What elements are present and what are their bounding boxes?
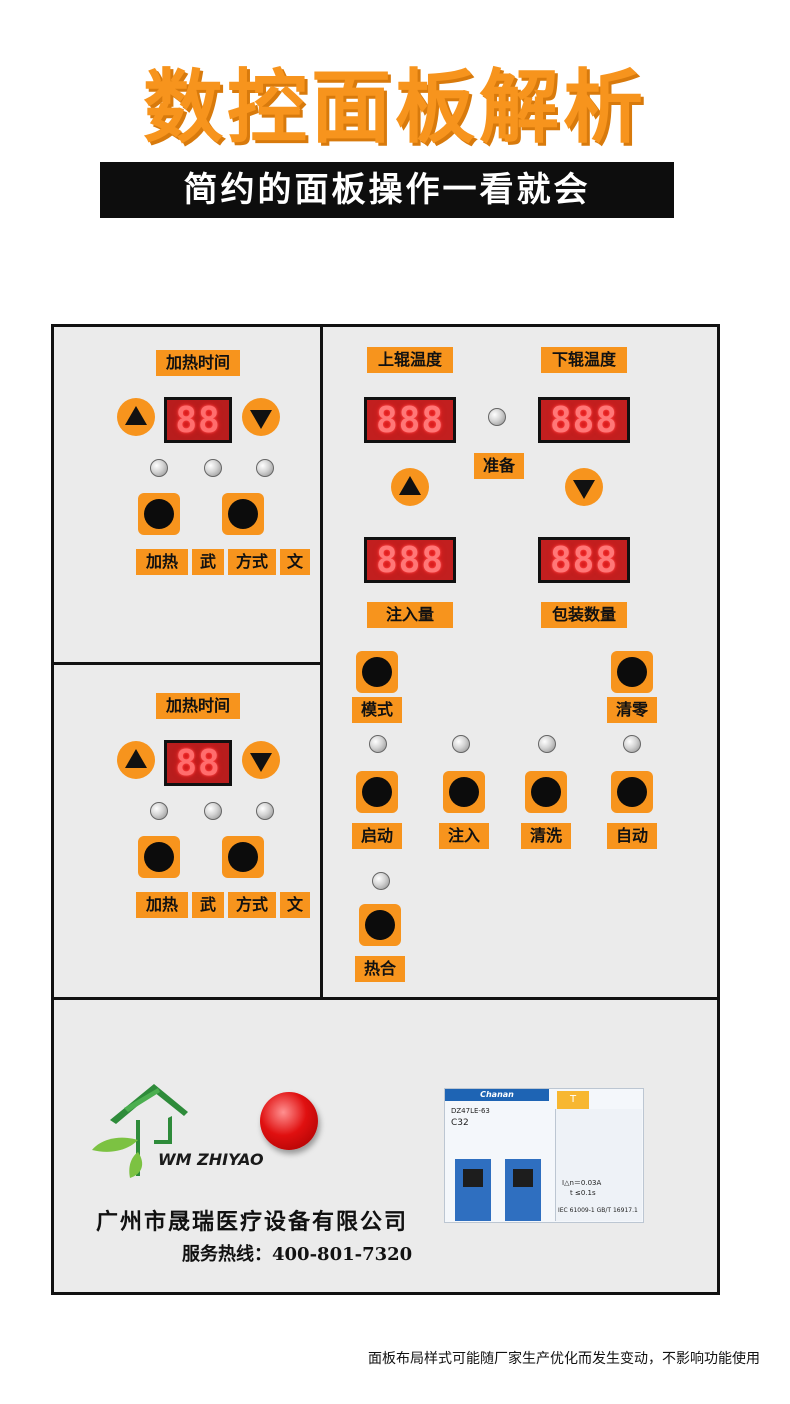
heating-time-display-2: 88 — [164, 740, 232, 786]
power-indicator-lamp — [260, 1092, 318, 1150]
service-hotline: 服务热线：400-801-7320 — [182, 1244, 413, 1265]
breaker-brand: Chanan — [445, 1089, 549, 1101]
inject-led — [452, 735, 470, 753]
package-count-display: 888 — [538, 537, 630, 583]
mode-label-2: 方式 — [228, 892, 276, 918]
lower-roller-temp-digits: 888 — [549, 399, 619, 441]
temp-down-button[interactable] — [565, 468, 603, 506]
heating-time-down-button-2[interactable] — [242, 741, 280, 779]
wen-label-1: 文 — [280, 549, 310, 575]
heat-label-1: 加热 — [136, 549, 188, 575]
fill-volume-digits: 888 — [375, 539, 445, 581]
upper-roller-temp-display: 888 — [364, 397, 456, 443]
triangle-down-icon — [250, 752, 272, 772]
breaker-switch-right[interactable] — [505, 1159, 541, 1221]
lower-roller-temp-display: 888 — [538, 397, 630, 443]
upper-roller-temp-label: 上辊温度 — [367, 347, 453, 373]
auto-button[interactable] — [611, 771, 653, 813]
heat-button-1[interactable] — [138, 493, 180, 535]
time-spec: t ≤0.1s — [570, 1189, 596, 1197]
heating-time-digits-1: 88 — [175, 399, 221, 441]
indicator-led — [204, 802, 222, 820]
ready-label: 准备 — [474, 453, 524, 479]
heating-time-down-button-1[interactable] — [242, 398, 280, 436]
indicator-led — [150, 802, 168, 820]
start-button[interactable] — [356, 771, 398, 813]
test-button[interactable]: T — [557, 1091, 589, 1109]
wash-label: 清洗 — [521, 823, 571, 849]
triangle-up-icon — [125, 749, 147, 768]
triangle-down-icon — [250, 409, 272, 429]
heating-time-display-1: 88 — [164, 397, 232, 443]
leak-spec: I△n＝0.03A — [562, 1179, 602, 1187]
clear-label: 清零 — [607, 697, 657, 723]
breaker-rating: C32 — [451, 1118, 469, 1128]
indicator-led — [150, 459, 168, 477]
wu-label-1: 武 — [192, 549, 224, 575]
wash-button[interactable] — [525, 771, 567, 813]
wen-label-2: 文 — [280, 892, 310, 918]
circuit-breaker[interactable]: Chanan DZ47LE-63 C32 I△n＝0.03A t ≤0.1s I… — [444, 1088, 644, 1223]
ready-led — [488, 408, 506, 426]
upper-roller-temp-digits: 888 — [375, 399, 445, 441]
inject-button[interactable] — [443, 771, 485, 813]
heat-seal-led — [372, 872, 390, 890]
breaker-standard: IEC 61009-1 GB/T 16917.1 — [558, 1207, 638, 1214]
triangle-up-icon — [399, 476, 421, 495]
auto-led — [623, 735, 641, 753]
fill-volume-display: 888 — [364, 537, 456, 583]
lower-roller-temp-label: 下辊温度 — [541, 347, 627, 373]
indicator-led — [256, 459, 274, 477]
breaker-switch-left[interactable] — [455, 1159, 491, 1221]
mode-toggle-button-1[interactable] — [222, 493, 264, 535]
page-title: 数控面板解析 — [143, 61, 647, 154]
divider-bottom-horizontal — [54, 997, 717, 1000]
heating-time-digits-2: 88 — [175, 742, 221, 784]
disclaimer-note: 面板布局样式可能随厂家生产优化而发生变动，不影响功能使用 — [368, 1351, 760, 1367]
temp-up-button[interactable] — [391, 468, 429, 506]
house-leaf-logo-icon — [92, 1084, 188, 1178]
indicator-led — [204, 459, 222, 477]
leakage-module: I△n＝0.03A t ≤0.1s IEC 61009-1 GB/T 16917… — [555, 1109, 642, 1221]
start-label: 启动 — [352, 823, 402, 849]
wu-label-2: 武 — [192, 892, 224, 918]
heating-time-up-button-1[interactable] — [117, 398, 155, 436]
mode-button[interactable] — [356, 651, 398, 693]
heating-time-label-2: 加热时间 — [156, 693, 240, 719]
triangle-down-icon — [573, 479, 595, 499]
brand-name: WM ZHIYAO — [158, 1150, 264, 1169]
clear-button[interactable] — [611, 651, 653, 693]
start-led — [369, 735, 387, 753]
mode-label: 模式 — [352, 697, 402, 723]
auto-label: 自动 — [607, 823, 657, 849]
wash-led — [538, 735, 556, 753]
company-name: 广州市晟瑞医疗设备有限公司 — [96, 1209, 409, 1235]
heat-label-2: 加热 — [136, 892, 188, 918]
divider-left-horizontal — [54, 662, 320, 665]
package-count-digits: 888 — [549, 539, 619, 581]
control-panel: 加热时间 88 加热 武 方式 文 加热时间 88 加热 武 方式 文 上辊温度… — [51, 324, 720, 1295]
triangle-up-icon — [125, 406, 147, 425]
heat-seal-label: 热合 — [355, 956, 405, 982]
heat-button-2[interactable] — [138, 836, 180, 878]
inject-label: 注入 — [439, 823, 489, 849]
mode-label-1: 方式 — [228, 549, 276, 575]
subtitle-banner: 简约的面板操作一看就会 — [100, 162, 674, 218]
breaker-model: DZ47LE-63 — [451, 1107, 490, 1115]
mode-toggle-button-2[interactable] — [222, 836, 264, 878]
fill-volume-label: 注入量 — [367, 602, 453, 628]
heating-time-label-1: 加热时间 — [156, 350, 240, 376]
indicator-led — [256, 802, 274, 820]
package-count-label: 包装数量 — [541, 602, 627, 628]
divider-vertical — [320, 327, 323, 999]
heat-seal-button[interactable] — [359, 904, 401, 946]
heating-time-up-button-2[interactable] — [117, 741, 155, 779]
